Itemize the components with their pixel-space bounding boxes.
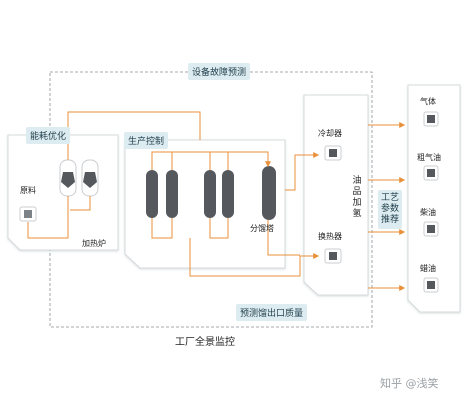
- oil-panel: [303, 94, 369, 296]
- exchanger-label: 换热器: [318, 232, 342, 241]
- production-control-label: 生产控制: [124, 132, 169, 149]
- furnace-label: 加热炉: [82, 239, 106, 248]
- product-diesel-label: 柴油: [420, 208, 436, 217]
- fractionator-label: 分馏塔: [250, 224, 274, 233]
- product-crude-label: 粗气油: [417, 153, 441, 162]
- raw-material-label: 原料: [20, 186, 36, 195]
- energy-optimization-label: 能耗优化: [26, 127, 71, 144]
- products-panel: [407, 84, 461, 313]
- process-param-label: 工艺参数推荐: [378, 190, 402, 229]
- product-gas-label: 气体: [420, 97, 436, 106]
- cooler-label: 冷却器: [318, 129, 342, 138]
- tank-icon: [423, 111, 439, 293]
- product-wax-label: 蜡油: [420, 264, 436, 273]
- furnace-icon: [59, 159, 99, 197]
- plant-monitor-label: 工厂全景监控: [175, 337, 235, 348]
- equipment-fault-title: 设备故障预测: [188, 63, 251, 80]
- watermark: 知乎 @浅笑: [380, 377, 439, 390]
- oil-hydro-label: 油品加氢: [352, 176, 362, 219]
- column-icon: [146, 166, 276, 220]
- predict-quality-label: 预测馏出口质量: [236, 304, 308, 321]
